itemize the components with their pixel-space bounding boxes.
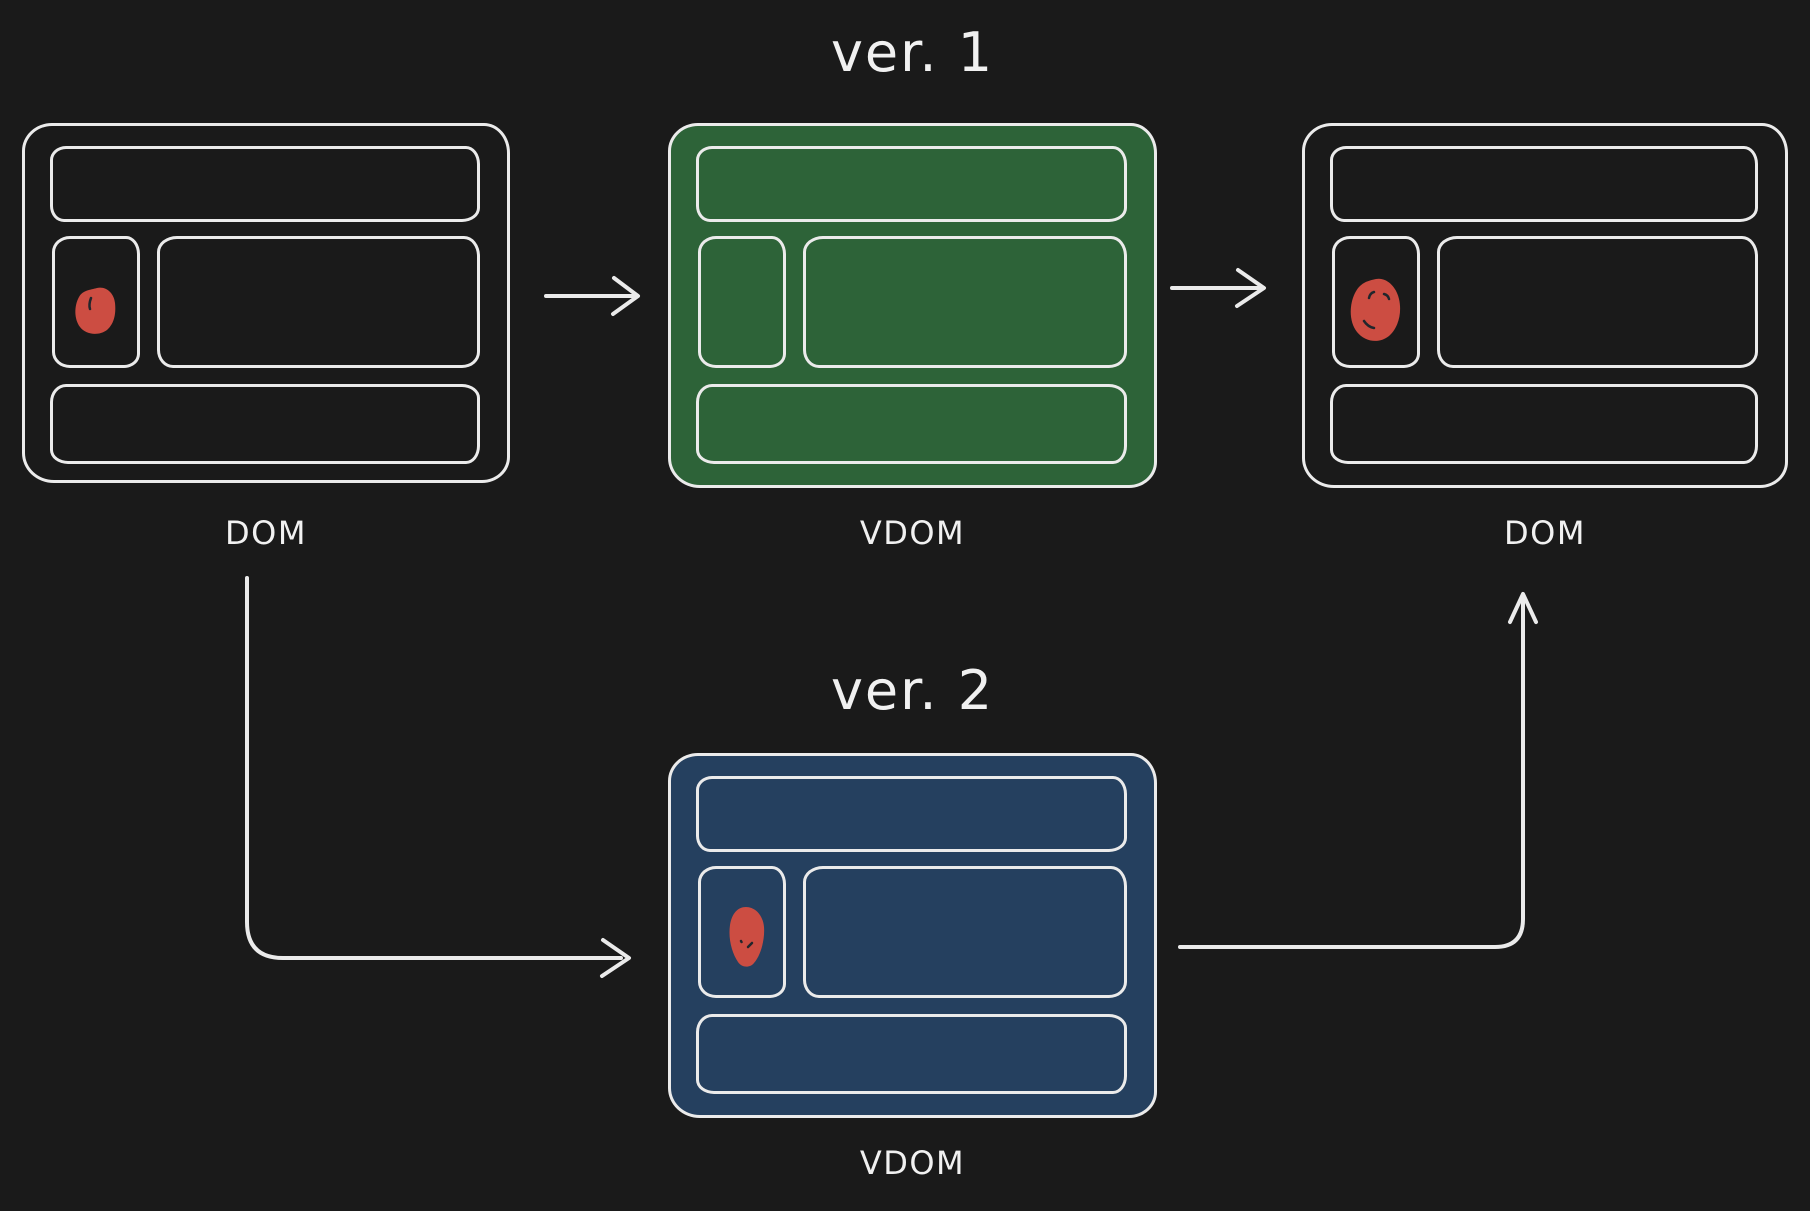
sidebar-box <box>698 236 786 368</box>
red-blob-icon <box>729 907 765 967</box>
version-1-title: ver. 1 <box>830 21 995 84</box>
footer-box <box>696 384 1127 464</box>
red-blob-icon <box>1350 278 1401 341</box>
dom-after-card <box>1302 123 1788 488</box>
sidebar-box <box>52 236 140 368</box>
vdom-version2-card <box>668 753 1157 1118</box>
arrow-dom-to-vdom1-icon <box>544 276 640 316</box>
arrow-vdom2-to-dom-icon <box>1178 592 1538 949</box>
header-box <box>696 776 1127 852</box>
arrow-dom-to-vdom2-icon <box>245 576 631 978</box>
dom-before-card <box>22 123 510 483</box>
dom-before-label: DOM <box>225 514 307 552</box>
sidebar-box <box>698 866 786 998</box>
dom-after-label: DOM <box>1504 514 1586 552</box>
header-box <box>1330 146 1758 222</box>
footer-box <box>1330 384 1758 464</box>
sidebar-box <box>1332 236 1420 368</box>
header-box <box>50 146 480 222</box>
header-box <box>696 146 1127 222</box>
content-box <box>803 866 1127 998</box>
footer-box <box>696 1014 1127 1094</box>
version-2-title: ver. 2 <box>830 659 995 722</box>
footer-box <box>50 384 480 464</box>
vdom-v2-label: VDOM <box>859 1144 966 1182</box>
content-box <box>1437 236 1758 368</box>
content-box <box>157 236 480 368</box>
vdom-version1-card <box>668 123 1157 488</box>
arrow-vdom1-to-dom-icon <box>1170 268 1266 308</box>
red-blob-icon <box>75 287 116 334</box>
vdom-v1-label: VDOM <box>859 514 966 552</box>
content-box <box>803 236 1127 368</box>
